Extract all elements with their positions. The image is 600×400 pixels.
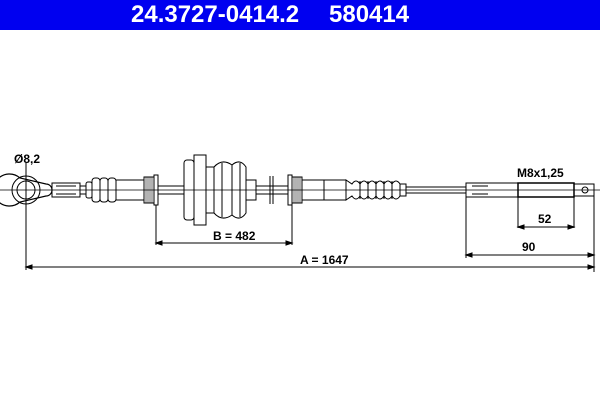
part-number: 24.3727-0414.2 xyxy=(131,1,300,28)
eye-end-fitting xyxy=(0,163,87,270)
right-bellows xyxy=(345,179,407,201)
left-bellows xyxy=(85,174,159,245)
dimension-90-label: 90 xyxy=(522,240,536,254)
dimension-b-label: B = 482 xyxy=(213,229,256,243)
dimension-52-label: 52 xyxy=(538,212,552,226)
main-boot xyxy=(183,154,288,226)
eye-diameter-label: Ø8,2 xyxy=(14,152,41,166)
center-collar xyxy=(287,174,347,245)
threaded-end-fitting xyxy=(465,182,595,198)
reference-number: 580414 xyxy=(329,1,410,28)
dimension-a-label: A = 1647 xyxy=(300,253,349,267)
thread-label: M8x1,25 xyxy=(517,166,564,180)
dimension-lines xyxy=(24,224,596,270)
header-bar: 24.3727-0414.2 580414 xyxy=(0,0,600,30)
